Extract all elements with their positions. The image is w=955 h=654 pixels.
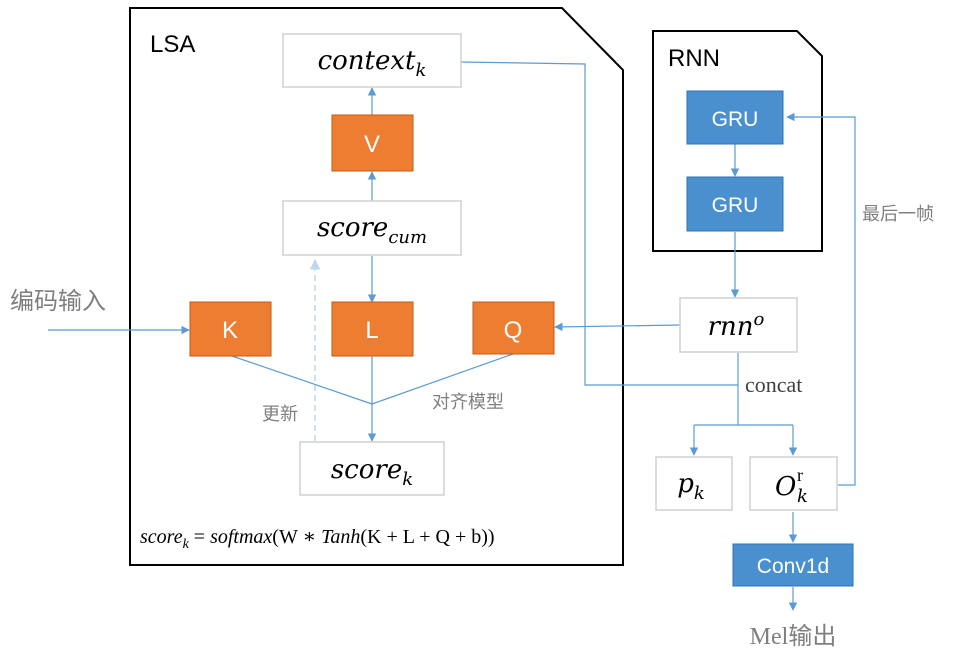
formula: scorek = softmax(W ∗ Tanh(K + L + Q + b)… xyxy=(140,526,495,552)
context-box xyxy=(282,33,462,88)
p-box xyxy=(655,456,733,511)
k-box xyxy=(189,301,272,357)
gru1-label: GRU xyxy=(712,108,759,131)
rnn-title: RNN xyxy=(668,45,720,72)
score-cum-box xyxy=(282,200,462,256)
score-k-box xyxy=(299,441,445,496)
gru1-box xyxy=(686,90,784,145)
gru2-box xyxy=(686,176,784,232)
rnn-container xyxy=(652,30,823,252)
lsa-container xyxy=(129,7,624,566)
input-label: 编码输入 xyxy=(10,288,106,315)
o-sub: k xyxy=(797,486,808,507)
last-frame-label: 最后一帧 xyxy=(862,204,934,224)
conv1d-label: Conv1d xyxy=(757,555,829,578)
concat-label: concat xyxy=(745,372,802,397)
gru2-label: GRU xyxy=(712,194,759,217)
v-box xyxy=(331,114,414,172)
k-label: K xyxy=(222,317,238,344)
align-line-k xyxy=(231,355,373,405)
conv1d-box xyxy=(732,543,854,587)
p-label: pk xyxy=(677,469,705,504)
o-sup: r xyxy=(797,465,803,485)
align-line-q xyxy=(371,353,514,405)
score-k-label: scorek xyxy=(331,455,413,490)
line-context-to-concat xyxy=(460,61,738,386)
q-box xyxy=(472,301,555,355)
context-label: contextk xyxy=(318,46,427,81)
mel-output-label: Mel输出 xyxy=(750,623,837,650)
align-label: 对齐模型 xyxy=(432,392,504,412)
v-label: V xyxy=(364,131,380,158)
rnn-out-label: rnno xyxy=(708,309,765,342)
o-label: O xyxy=(775,472,796,502)
update-label: 更新 xyxy=(262,404,298,424)
q-label: Q xyxy=(504,317,523,344)
o-box xyxy=(749,456,838,511)
rnn-out-box xyxy=(679,297,798,353)
score-cum-label: scorecum xyxy=(317,213,427,248)
l-box xyxy=(331,301,414,357)
arrow-rnn-to-q xyxy=(554,322,681,332)
lsa-title: LSA xyxy=(150,31,195,58)
l-label: L xyxy=(365,317,378,344)
line-last-frame-loop xyxy=(786,112,856,486)
